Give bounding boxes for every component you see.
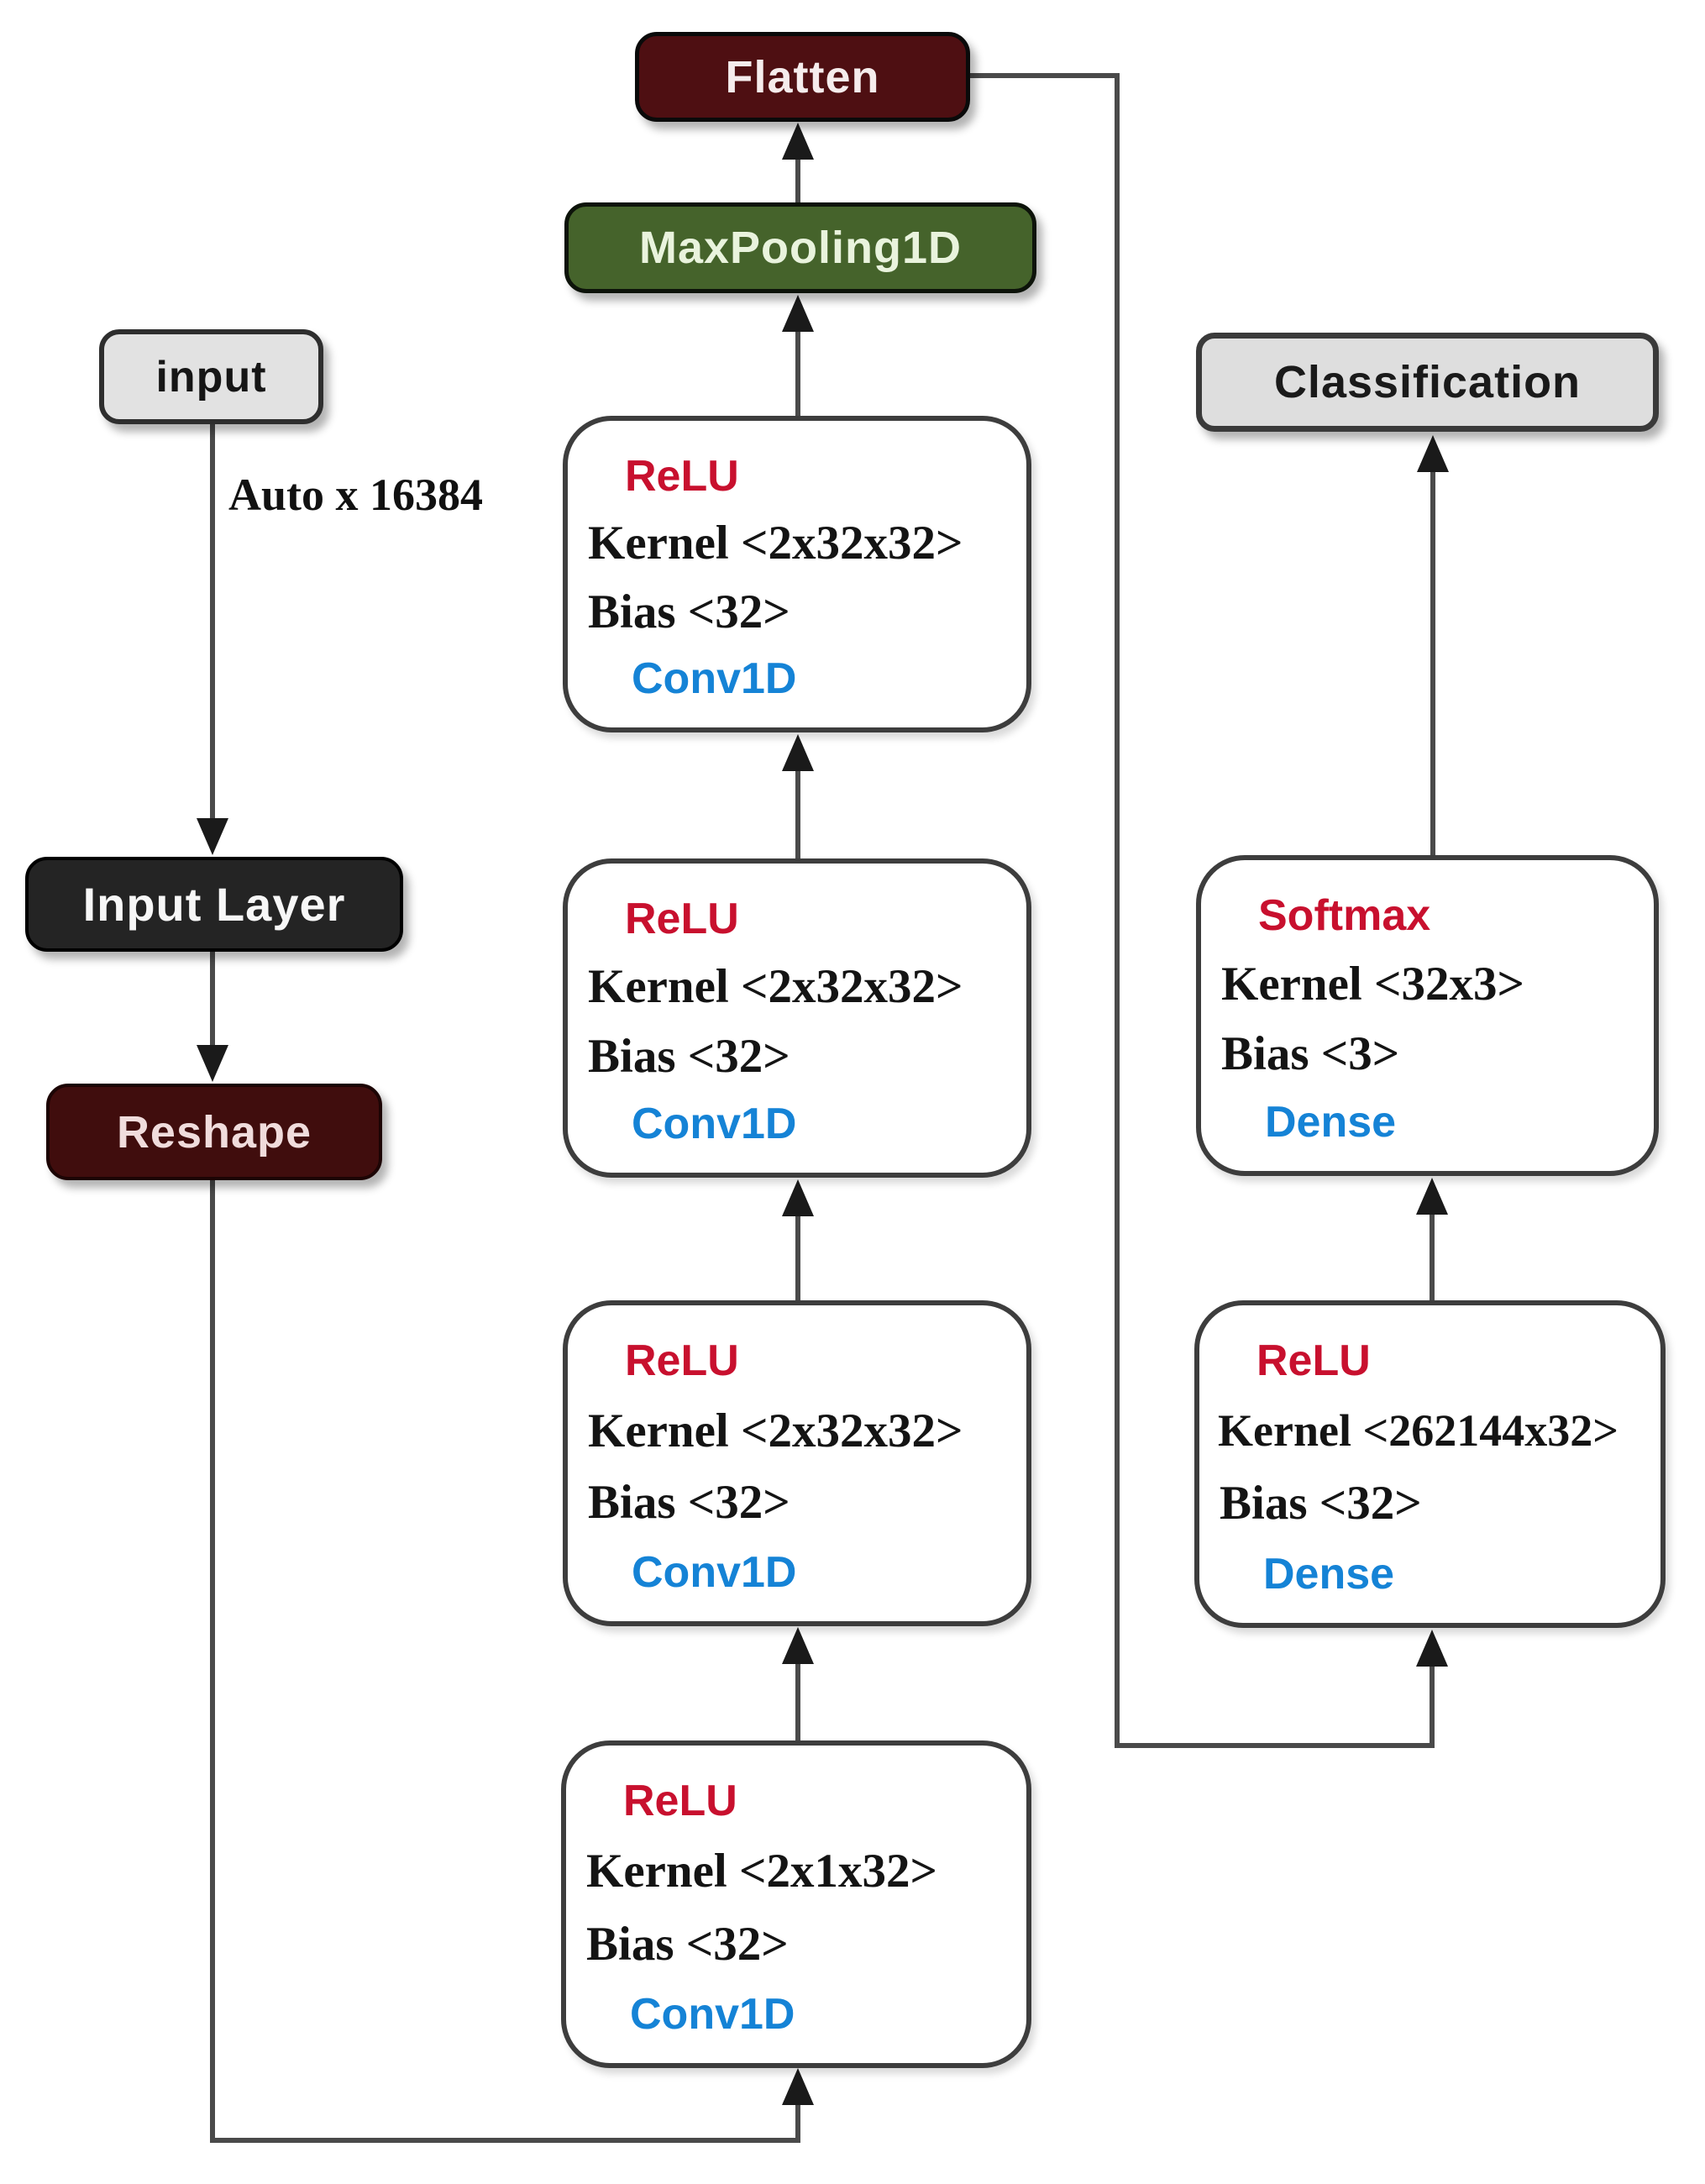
node-dense-softmax: Softmax Kernel <32x3> Bias <3> Dense [1196,855,1659,1176]
kernel-shape-label: Kernel <32x3> [1221,957,1524,1011]
bias-shape-label: Bias <32> [1220,1476,1422,1530]
connector-flatten-to-dense [970,73,1435,1748]
kernel-shape-label: Kernel <2x1x32> [586,1845,937,1898]
arrow-up-icon [782,295,814,332]
node-input: input [99,329,323,424]
node-classification: Classification [1196,333,1659,432]
node-flatten: Flatten [635,32,970,122]
bias-shape-label: Bias <3> [1221,1027,1400,1081]
arrow-up-icon [782,734,814,771]
layer-type-label: Dense [1265,1097,1397,1147]
connector-reshape-to-conv4 [210,1180,800,2143]
arrow-up-icon [782,123,814,160]
arrow-up-icon [782,1179,814,1216]
layer-type-label: Conv1D [632,1100,797,1148]
activation-label: ReLU [1256,1336,1371,1385]
arrow-up-icon [1416,1630,1448,1667]
node-flatten-label: Flatten [725,51,880,102]
node-reshape: Reshape [46,1084,382,1180]
node-conv1d-block-2: ReLU Kernel <2x32x32> Bias <32> Conv1D [563,858,1031,1178]
layer-type-label: Conv1D [632,654,797,703]
arrow-up-icon [1416,1178,1448,1215]
node-input-layer: Input Layer [25,857,403,952]
input-shape-annotation: Auto x 16384 [228,470,484,520]
layer-type-label: Dense [1263,1549,1395,1599]
node-input-layer-label: Input Layer [82,878,346,931]
kernel-shape-label: Kernel <2x32x32> [588,1404,963,1457]
kernel-shape-label: Kernel <2x32x32> [588,517,963,570]
activation-label: ReLU [625,895,739,943]
node-reshape-label: Reshape [116,1106,312,1158]
kernel-shape-label: Kernel <262144x32> [1218,1405,1618,1457]
arrow-up-icon [782,1627,814,1664]
layer-type-label: Conv1D [632,1547,797,1597]
kernel-shape-label: Kernel <2x32x32> [588,960,963,1013]
node-conv1d-block-1: ReLU Kernel <2x32x32> Bias <32> Conv1D [563,416,1031,732]
arrow-down-icon [197,1045,228,1082]
arrow-up-icon [782,2068,814,2105]
arrow-up-icon [1417,435,1449,472]
bias-shape-label: Bias <32> [588,1476,790,1530]
node-maxpooling1d-label: MaxPooling1D [638,223,963,273]
activation-label: ReLU [625,1336,739,1385]
node-conv1d-block-3: ReLU Kernel <2x32x32> Bias <32> Conv1D [563,1300,1031,1626]
node-dense-relu: ReLU Kernel <262144x32> Bias <32> Dense [1194,1300,1666,1628]
activation-label: Softmax [1258,891,1431,940]
node-classification-label: Classification [1273,357,1582,407]
node-conv1d-block-4: ReLU Kernel <2x1x32> Bias <32> Conv1D [561,1740,1031,2068]
activation-label: ReLU [625,452,739,501]
bias-shape-label: Bias <32> [588,585,790,638]
layer-type-label: Conv1D [630,1989,795,2039]
bias-shape-label: Bias <32> [588,1030,790,1083]
arrow-down-icon [197,818,228,855]
bias-shape-label: Bias <32> [586,1917,789,1971]
node-maxpooling1d: MaxPooling1D [564,202,1036,293]
node-input-label: input [155,352,267,402]
activation-label: ReLU [623,1777,737,1825]
